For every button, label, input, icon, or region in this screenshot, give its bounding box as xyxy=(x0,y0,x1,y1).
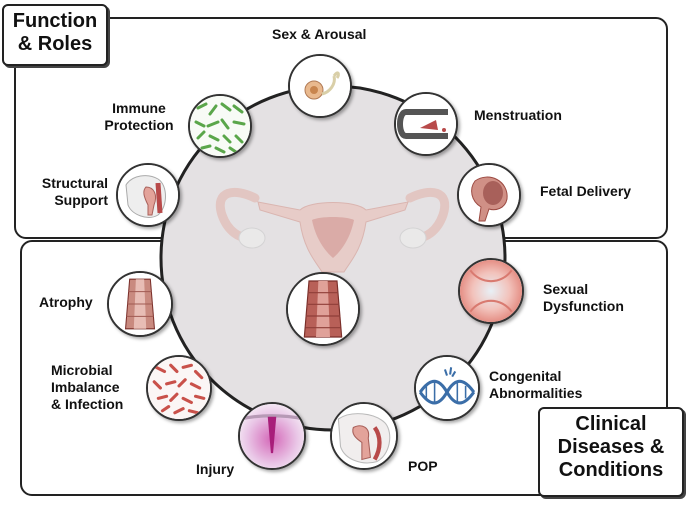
label-immune-protection-line2: Protection xyxy=(104,116,174,133)
clinical-title-line3: Conditions xyxy=(558,459,664,481)
function-roles-title-line2: & Roles xyxy=(17,33,93,55)
label-sexual-dysfunction-line2: Dysfunction xyxy=(543,297,624,314)
vulva-icon xyxy=(288,54,352,118)
label-congenital-line1: Congenital xyxy=(489,368,562,384)
label-structural-support-line2: Support xyxy=(54,191,108,208)
label-congenital-line2: Abnormalities xyxy=(489,384,583,401)
injury-icon xyxy=(238,402,306,470)
label-microbial-line3: & Infection xyxy=(51,395,124,412)
label-microbial-line2: Imbalance xyxy=(51,378,120,395)
function-roles-title: Function & Roles xyxy=(2,4,108,66)
label-immune-protection-line1: Immune xyxy=(112,100,166,116)
pelvic-organ-prolapse-icon xyxy=(330,402,398,470)
dna-icon xyxy=(414,355,480,421)
label-pop: POP xyxy=(408,458,438,474)
function-roles-title-line1: Function xyxy=(12,10,98,32)
label-structural-support-line1: Structural xyxy=(41,175,108,191)
label-microbial-line1: Microbial xyxy=(51,362,113,378)
uterus-icon xyxy=(107,271,173,337)
clinical-title-line1: Clinical xyxy=(575,413,647,435)
vaginal-canal-icon xyxy=(286,272,360,346)
label-structural-support: Structural Support xyxy=(28,175,108,209)
label-immune-protection: Immune Protection xyxy=(96,100,182,134)
label-atrophy: Atrophy xyxy=(39,294,93,310)
clinical-title: Clinical Diseases & Conditions xyxy=(538,407,684,497)
label-sex-arousal: Sex & Arousal xyxy=(272,26,367,42)
pelvis-icon xyxy=(116,163,180,227)
menstruation-icon xyxy=(394,92,458,156)
clinical-title-line2: Diseases & xyxy=(557,436,665,458)
uterus-illustration xyxy=(215,187,450,273)
label-microbial-imbalance: Microbial Imbalance & Infection xyxy=(51,362,123,412)
sexual-dysfunction-icon xyxy=(458,258,524,324)
label-sexual-dysfunction: Sexual Dysfunction xyxy=(543,281,624,315)
bacteria-icon xyxy=(188,94,252,158)
label-sexual-dysfunction-line1: Sexual xyxy=(543,281,589,297)
label-menstruation: Menstruation xyxy=(474,107,562,123)
label-fetal-delivery: Fetal Delivery xyxy=(540,183,632,199)
label-injury: Injury xyxy=(196,461,235,477)
microbial-imbalance-icon xyxy=(146,355,212,421)
label-congenital-abnormalities: Congenital Abnormalities xyxy=(489,368,582,402)
fetal-delivery-icon xyxy=(457,163,521,227)
